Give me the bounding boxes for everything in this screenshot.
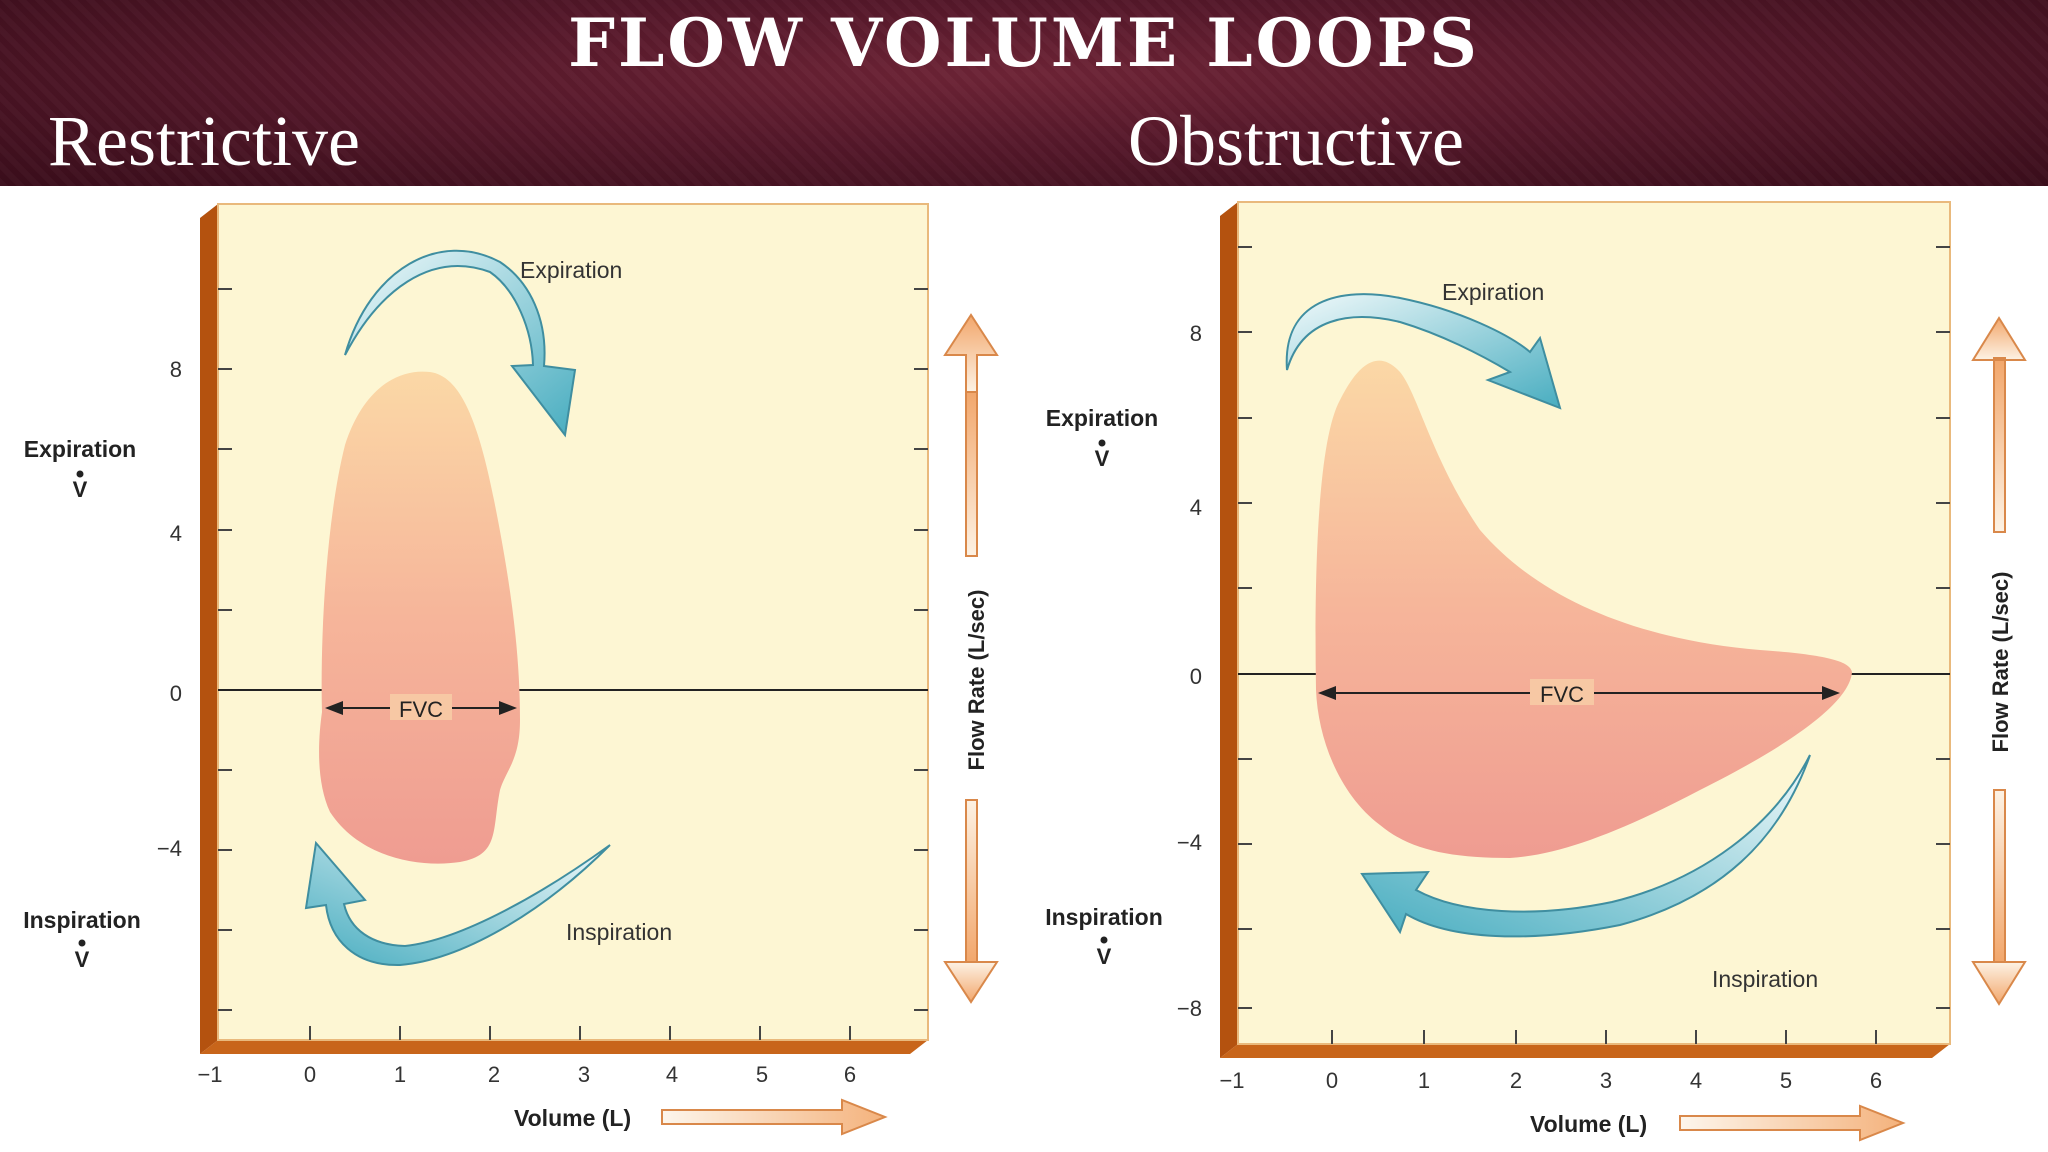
vdot-dot	[1100, 936, 1108, 944]
panel-frame-bottom	[200, 1040, 928, 1054]
inspiration-arrow	[1360, 754, 1811, 938]
y-expiration-label: Expiration	[24, 436, 136, 462]
x-tick-minus-1: −1	[197, 1062, 222, 1087]
x-tick-2: 2	[1510, 1068, 1522, 1093]
inspiration-arrow	[304, 840, 611, 967]
flow-up-arrowhead	[1971, 316, 2027, 361]
obstructive-panel: FVC Expiration Inspiration 8 4 0 −4 −8 −…	[1045, 201, 2027, 1142]
volume-label: Volume (L)	[514, 1105, 631, 1131]
flow-down-arrowhead	[1971, 961, 2027, 1006]
y-axis-ticks	[218, 288, 928, 1040]
y-tick-8: 8	[1190, 321, 1202, 346]
restrictive-panel: FVC Expiration Inspiration 8 4 0 −4 −1 0…	[23, 203, 999, 1136]
x-tick-1: 1	[394, 1062, 406, 1087]
x-tick-5: 5	[756, 1062, 768, 1087]
flow-down-arrowhead	[943, 961, 999, 1004]
x-tick-0: 0	[304, 1062, 316, 1087]
flow-up-shaft	[965, 391, 978, 557]
obstructive-heading: Obstructive	[1128, 101, 1464, 181]
y-inspiration-label: Inspiration	[1045, 904, 1163, 930]
y-inspiration-label: Inspiration	[23, 907, 141, 933]
vdot-dot	[1098, 439, 1106, 447]
y-tick-labels: 8 4 0 −4 −8	[1177, 321, 1202, 1021]
x-tick-4: 4	[666, 1062, 678, 1087]
restrictive-heading: Restrictive	[48, 101, 360, 181]
x-tick-labels: −1 0 1 2 3 4 5 6	[197, 1062, 856, 1087]
fvc-arrow	[1318, 679, 1840, 705]
x-tick-3: 3	[1600, 1068, 1612, 1093]
expiration-label: Expiration	[520, 257, 622, 283]
y-tick-minus-4: −4	[1177, 830, 1202, 855]
x-tick-6: 6	[844, 1062, 856, 1087]
flow-up-shaft	[1993, 359, 2006, 533]
title-banner: FLOW VOLUME LOOPS Restrictive Obstructiv…	[0, 0, 2048, 186]
y-tick-8: 8	[170, 357, 182, 382]
vdot-dot	[78, 939, 86, 947]
volume-label: Volume (L)	[1530, 1111, 1647, 1137]
volume-arrow	[661, 1098, 888, 1136]
y-tick-4: 4	[170, 521, 182, 546]
volume-arrow	[1679, 1104, 1906, 1142]
y-tick-0: 0	[1190, 664, 1202, 689]
panel-frame-left	[1220, 202, 1238, 1058]
x-tick-5: 5	[1780, 1068, 1792, 1093]
fvc-label: FVC	[399, 697, 443, 722]
x-tick-3: 3	[578, 1062, 590, 1087]
page-title: FLOW VOLUME LOOPS	[568, 4, 1480, 82]
y-tick-minus-4: −4	[157, 836, 182, 861]
x-tick-6: 6	[1870, 1068, 1882, 1093]
x-tick-4: 4	[1690, 1068, 1702, 1093]
vdot-symbol: V	[75, 947, 90, 972]
inspiration-label: Inspiration	[566, 919, 672, 945]
flow-up-arrow	[943, 313, 999, 393]
panel-frame-left	[200, 204, 218, 1054]
y-tick-0: 0	[170, 681, 182, 706]
y-axis-ticks	[1238, 246, 1950, 1044]
x-tick-1: 1	[1418, 1068, 1430, 1093]
obstructive-loop	[1315, 360, 1852, 858]
expiration-arrow	[1285, 293, 1562, 410]
expiration-arrow	[344, 249, 577, 438]
x-tick-2: 2	[488, 1062, 500, 1087]
vdot-symbol: V	[1095, 446, 1110, 471]
flow-down-shaft	[1993, 789, 2006, 963]
panel-frame-bottom	[1220, 1044, 1950, 1058]
vdot-symbol: V	[73, 477, 88, 502]
x-tick-labels: −1 0 1 2 3 4 5 6	[1219, 1068, 1882, 1093]
expiration-label: Expiration	[1442, 279, 1544, 305]
fvc-label: FVC	[1540, 682, 1584, 707]
x-tick-0: 0	[1326, 1068, 1338, 1093]
vdot-symbol: V	[1097, 944, 1112, 969]
y-expiration-label: Expiration	[1046, 405, 1158, 431]
restrictive-loop	[319, 371, 520, 864]
y-tick-minus-8: −8	[1177, 996, 1202, 1021]
inspiration-label: Inspiration	[1712, 966, 1818, 992]
x-tick-minus-1: −1	[1219, 1068, 1244, 1093]
y-tick-4: 4	[1190, 495, 1202, 520]
flow-rate-label: Flow Rate (L/sec)	[1988, 572, 2013, 753]
fvc-arrow	[325, 694, 517, 720]
vdot-dot	[76, 470, 84, 478]
y-tick-labels: 8 4 0 −4	[157, 357, 182, 861]
flow-rate-label: Flow Rate (L/sec)	[964, 590, 989, 771]
flow-down-shaft	[965, 799, 978, 963]
